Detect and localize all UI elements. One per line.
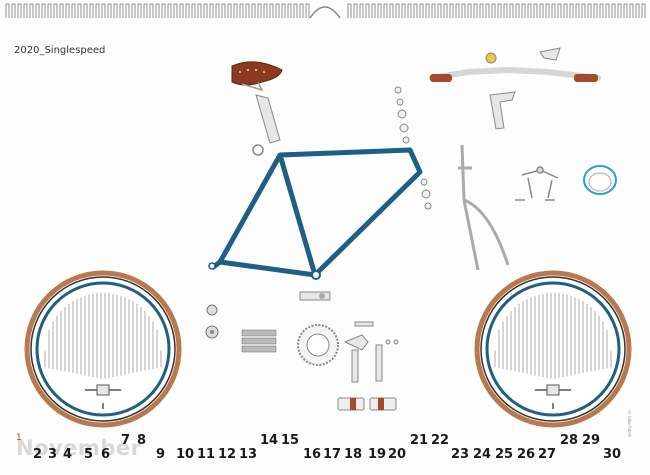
day-21: 21 — [410, 433, 429, 448]
day-26: 26 — [517, 447, 536, 462]
day-4: 4 — [63, 447, 73, 462]
day-7: 7 — [121, 433, 131, 448]
month-name: November — [16, 436, 142, 460]
day-22: 22 — [431, 433, 450, 448]
day-20: 20 — [388, 447, 407, 462]
day-3: 3 — [48, 447, 58, 462]
bicycle-frame — [210, 147, 423, 278]
day-30: 30 — [603, 447, 622, 462]
chain — [241, 329, 277, 353]
headset-parts — [394, 86, 432, 210]
calendar-title: 2020_Singlespeed — [14, 45, 106, 56]
stem — [489, 91, 516, 130]
day-16: 16 — [303, 447, 322, 462]
day-23: 23 — [451, 447, 470, 462]
day-24: 24 — [473, 447, 492, 462]
day-17: 17 — [323, 447, 342, 462]
spiral-binding — [5, 3, 646, 19]
day-5: 5 — [84, 447, 94, 462]
day-19: 19 — [368, 447, 387, 462]
seatpost — [252, 94, 281, 156]
day-11: 11 — [197, 447, 216, 462]
fork — [458, 144, 510, 271]
day-14: 14 — [260, 433, 279, 448]
bottom-bracket — [299, 291, 331, 301]
day-9: 9 — [156, 447, 166, 462]
saddle — [231, 61, 283, 92]
credit-text: © bike-fabrik — [627, 410, 632, 438]
handlebar — [429, 47, 601, 82]
day-27: 27 — [538, 447, 557, 462]
day-29: 29 — [582, 433, 601, 448]
day-18: 18 — [344, 447, 363, 462]
day-2: 2 — [33, 447, 43, 462]
brake-caliper — [515, 166, 559, 201]
day-1: 1 — [16, 433, 22, 443]
day-10: 10 — [176, 447, 195, 462]
day-28: 28 — [560, 433, 579, 448]
brake-cable — [583, 165, 617, 195]
day-8: 8 — [137, 433, 147, 448]
chainring — [297, 324, 339, 366]
day-15: 15 — [281, 433, 300, 448]
crankset — [343, 321, 399, 383]
day-25: 25 — [495, 447, 514, 462]
day-12: 12 — [218, 447, 237, 462]
pedals — [337, 397, 397, 411]
bearings — [205, 304, 219, 339]
day-6: 6 — [101, 447, 111, 462]
day-13: 13 — [239, 447, 258, 462]
rear-wheel — [474, 270, 632, 428]
front-wheel — [24, 270, 182, 428]
